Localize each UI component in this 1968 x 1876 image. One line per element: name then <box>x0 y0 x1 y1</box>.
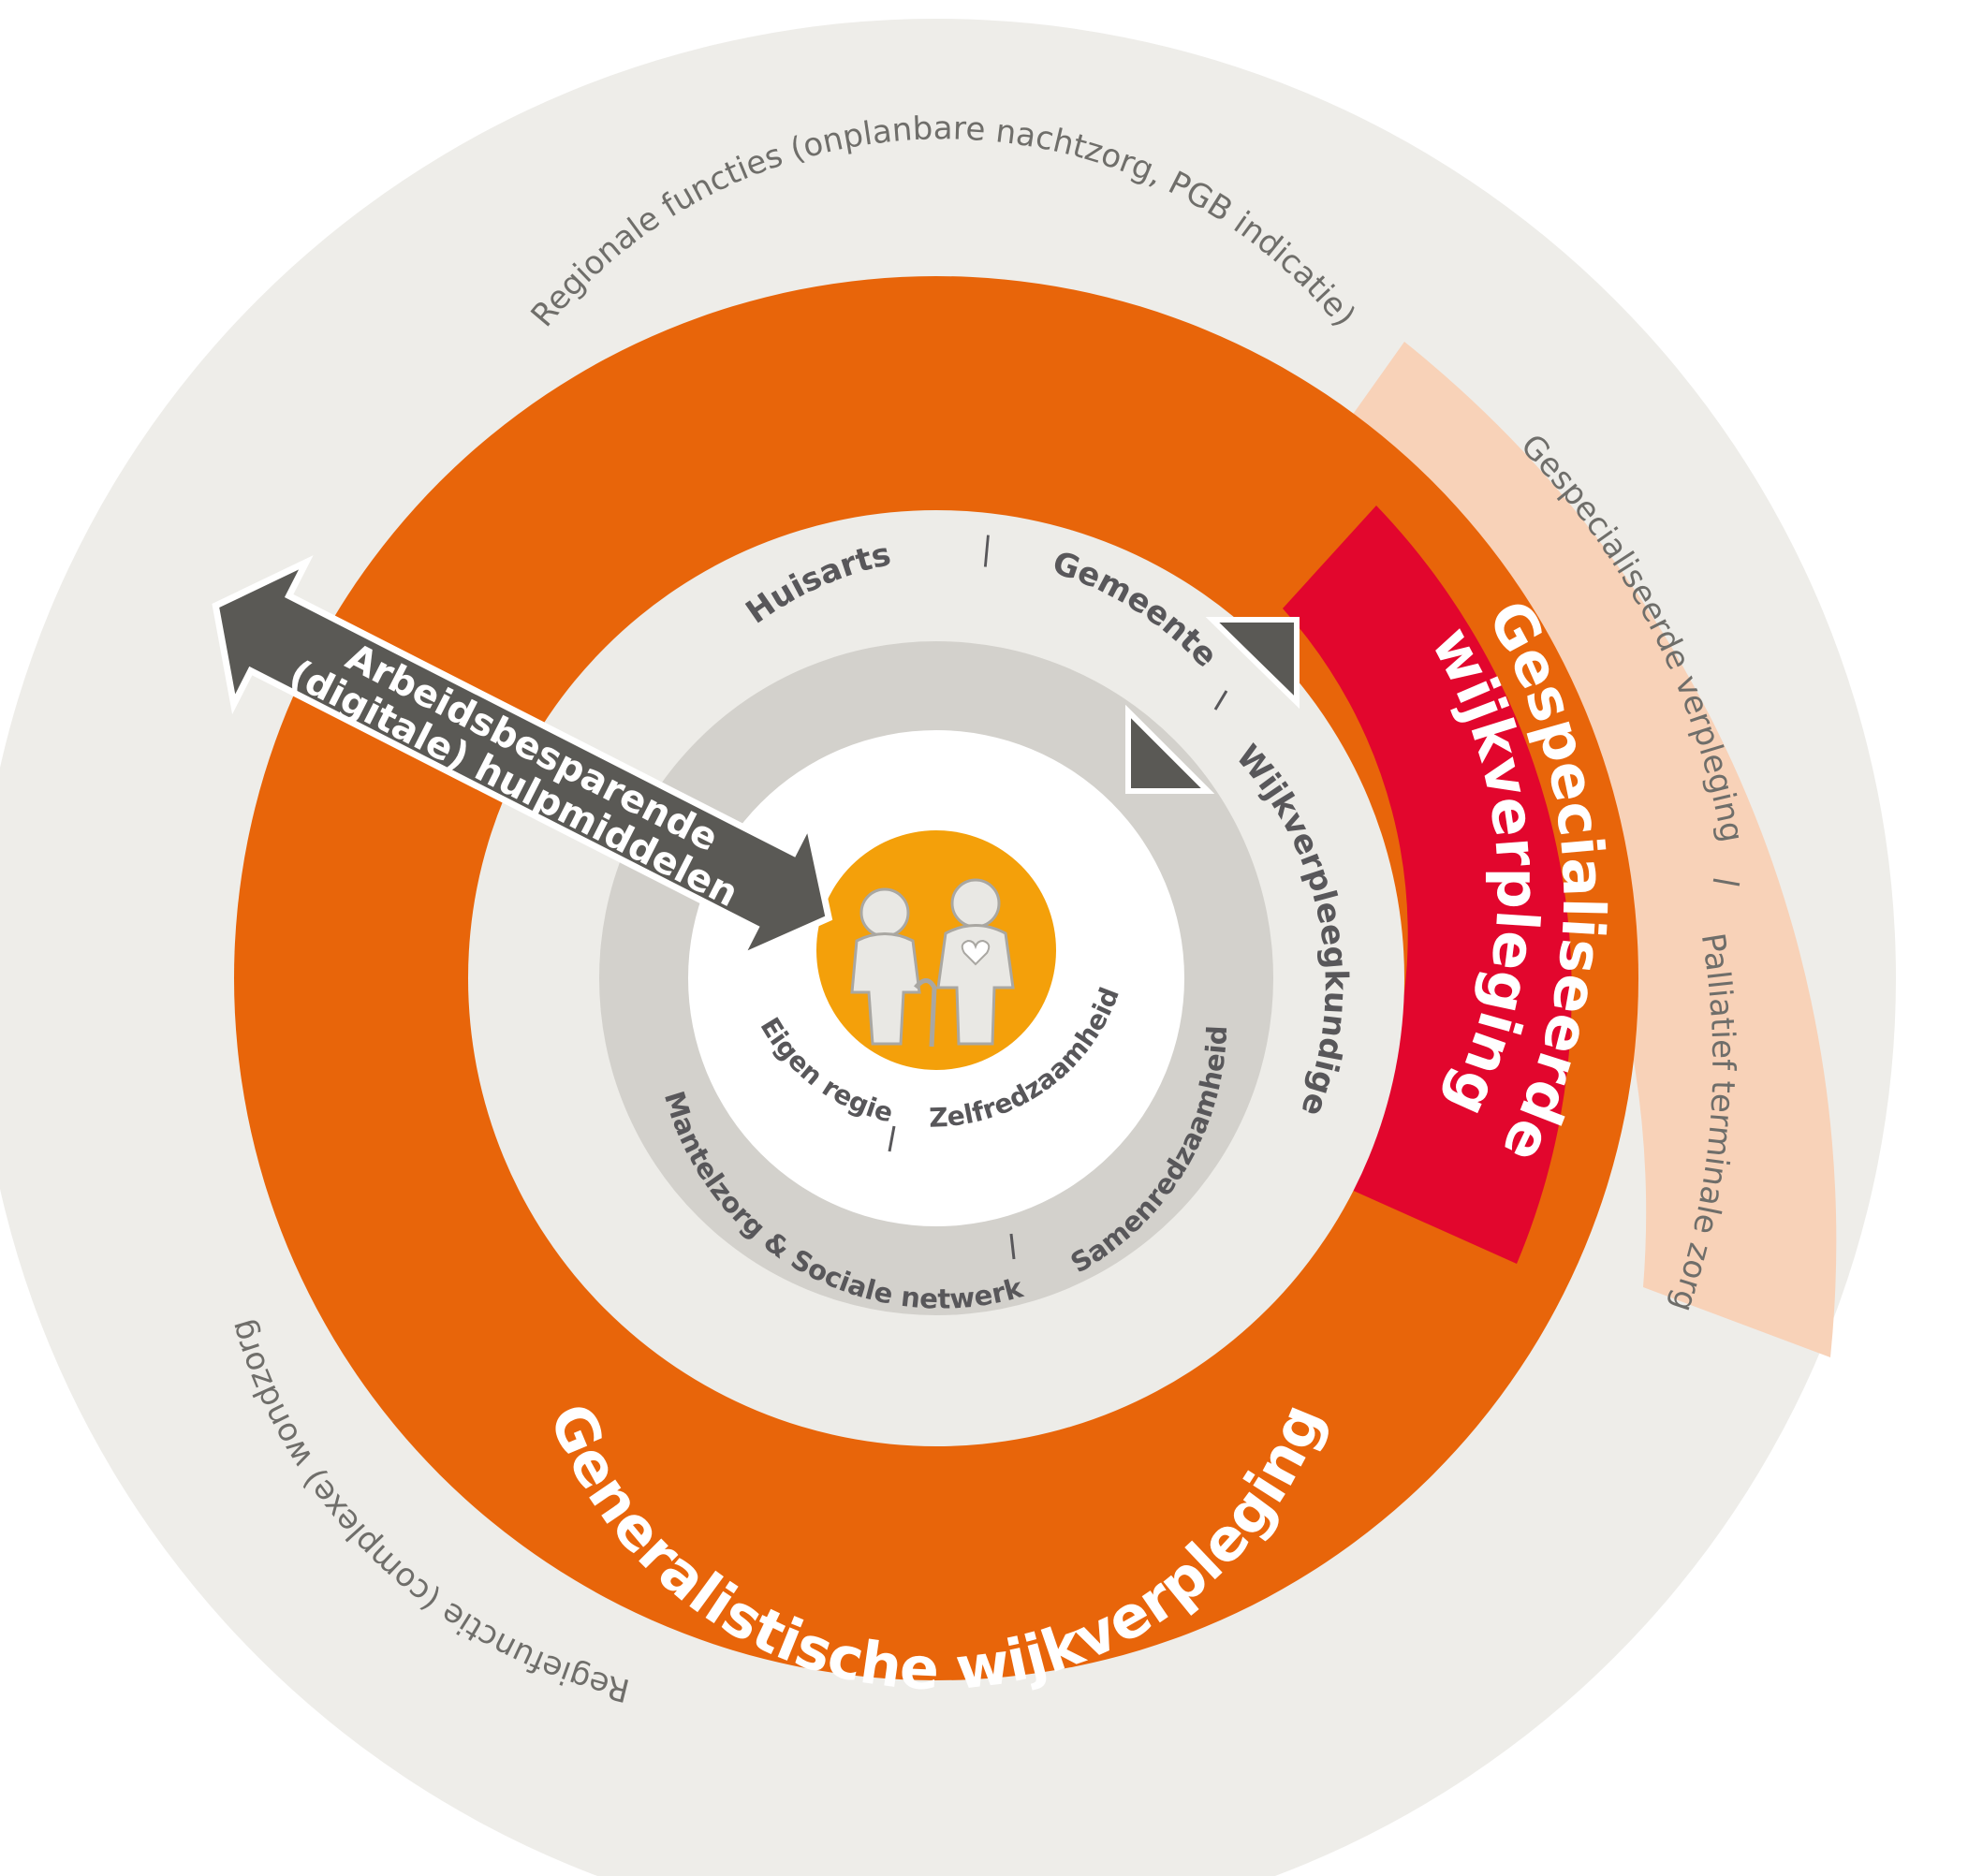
community-separator <box>1009 1233 1016 1260</box>
self-care-separator <box>888 1125 896 1152</box>
triangle-marker-3 <box>1205 617 1300 710</box>
peach-band-separator <box>1712 878 1740 887</box>
heart-icon <box>961 939 991 966</box>
stakeholder-separator-1: | <box>980 530 994 568</box>
stakeholder-separator-2 <box>1213 690 1228 711</box>
center-disc <box>816 830 1056 1070</box>
elderly-couple-icon <box>850 878 1015 1048</box>
red-band <box>1283 506 1572 1264</box>
triangle-marker-2 <box>1125 704 1215 794</box>
